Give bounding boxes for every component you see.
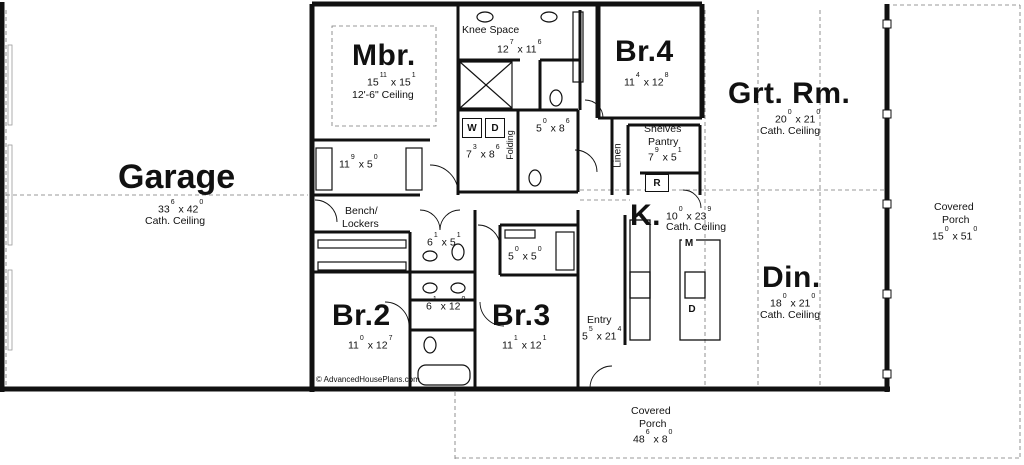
pantry-shelves-label: Shelves	[644, 123, 682, 135]
hall-bath2-dimensions: 61 x 120	[426, 296, 466, 313]
garage-ceiling-note: Cath. Ceiling	[145, 215, 206, 227]
copyright-notice: © AdvancedHousePlans.com	[316, 375, 420, 384]
dishwasher-symbol: D	[685, 302, 699, 316]
mbr-closet-dimensions: 119 x 50	[339, 154, 378, 171]
br4-dimensions: 114 x 128	[624, 72, 669, 89]
mbr-dimensions: 1511 x 151	[367, 72, 416, 89]
side-porch-label-line2: Porch	[942, 214, 970, 226]
br2-dimensions: 110 x 127	[348, 335, 393, 352]
dining-label: Din.	[762, 261, 821, 294]
folding-counter-label: Folding	[504, 130, 515, 160]
kitchen-label: K.	[630, 199, 661, 232]
refrigerator-symbol: R	[645, 174, 669, 192]
garage-dimensions: 336 x 420	[158, 199, 204, 216]
br4-label: Br.4	[615, 35, 674, 68]
linen-label: Linen	[612, 143, 624, 168]
br3-label: Br.3	[492, 299, 551, 332]
knee-space-label: Knee Space	[462, 24, 520, 36]
dining-ceiling-note: Cath. Ceiling	[760, 309, 821, 321]
pantry-label: Pantry	[648, 136, 679, 148]
dining-dimensions: 180 x 210	[770, 293, 816, 310]
side-porch-dimensions: 150 x 510	[932, 226, 978, 243]
mbr-ceiling-note: 12'-6" Ceiling	[352, 89, 414, 101]
entry-label: Entry	[587, 314, 612, 326]
side-porch-label-line1: Covered	[934, 201, 974, 213]
front-porch-dimensions: 486 x 80	[633, 429, 673, 446]
master-bath-dimensions: 127 x 116	[497, 39, 542, 56]
hall-bath-dimensions: 61 x 51	[427, 232, 461, 249]
br3-closet-dimensions: 50 x 50	[508, 246, 542, 263]
br3-dimensions: 111 x 121	[502, 335, 547, 352]
kitchen-ceiling-note: Cath. Ceiling	[666, 221, 727, 233]
great-room-ceiling-note: Cath. Ceiling	[760, 125, 821, 137]
microwave-symbol: M	[682, 236, 696, 250]
lockers-label: Lockers	[342, 218, 379, 230]
small-bath-dimensions: 50 x 86	[536, 118, 570, 135]
front-porch-label-line2: Porch	[639, 418, 667, 430]
entry-dimensions: 55 x 214	[582, 326, 622, 343]
dryer-symbol: D	[485, 118, 505, 138]
pantry-dimensions: 79 x 51	[648, 147, 682, 164]
front-porch-label-line1: Covered	[631, 405, 671, 417]
bench-label: Bench/	[345, 205, 378, 217]
kitchen-dimensions: 100 x 239	[666, 206, 712, 223]
great-room-dimensions: 200 x 210	[775, 109, 821, 126]
washer-symbol: W	[462, 118, 482, 138]
mbr-label: Mbr.	[352, 39, 416, 72]
garage-label: Garage	[118, 158, 236, 196]
laundry-dimensions: 73 x 86	[466, 144, 500, 161]
br2-label: Br.2	[332, 299, 391, 332]
great-room-label: Grt. Rm.	[728, 77, 851, 110]
